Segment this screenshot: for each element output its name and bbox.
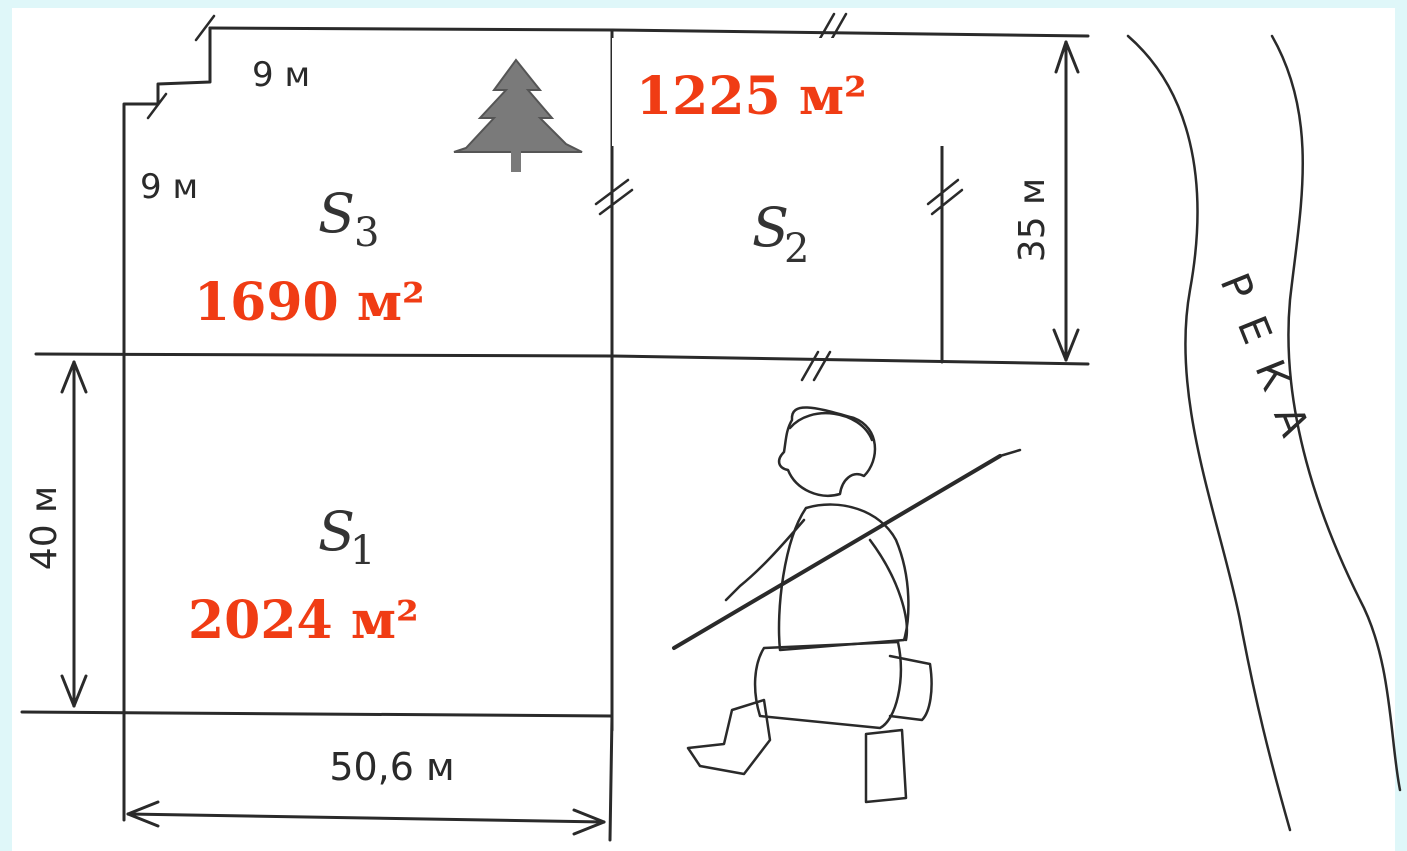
dim-9-top: 9 м: [252, 55, 310, 95]
area-box-s2: [612, 38, 948, 146]
area-s2: 1225 м²: [636, 66, 867, 127]
dimension-arrows: [60, 40, 1080, 836]
dim-35-group: 35 м: [1012, 178, 1053, 262]
frame-top: [0, 0, 1407, 8]
dim-40: 40 м: [24, 486, 65, 570]
dim-40-group: 40 м: [24, 486, 65, 570]
s3-index: 3: [354, 210, 379, 256]
s1-letter: S: [318, 500, 355, 563]
tree-icon: [453, 58, 583, 172]
equal-side-marks: [146, 12, 964, 382]
s1-index: 1: [350, 528, 375, 574]
frame-right: [1395, 0, 1407, 851]
dim-50-6: 50,6 м: [329, 745, 454, 789]
s2-index: 2: [784, 226, 809, 272]
s3-letter: S: [318, 182, 355, 245]
river: [1126, 34, 1402, 832]
dim-35: 35 м: [1012, 178, 1053, 262]
s2-letter: S: [752, 196, 789, 259]
plot-outline: [20, 26, 1090, 842]
area-box-s3: [176, 252, 538, 352]
area-s3: 1690 м²: [194, 272, 425, 333]
dim-9-side: 9 м: [140, 167, 198, 207]
river-label: РЕКА: [1211, 267, 1326, 463]
boy-with-fishing-rod-illustration: [672, 406, 1022, 804]
area-s1: 2024 м²: [188, 590, 419, 651]
area-box-s1: [170, 568, 520, 674]
frame-left: [0, 0, 12, 851]
river-label-group: РЕКА: [1211, 267, 1326, 463]
